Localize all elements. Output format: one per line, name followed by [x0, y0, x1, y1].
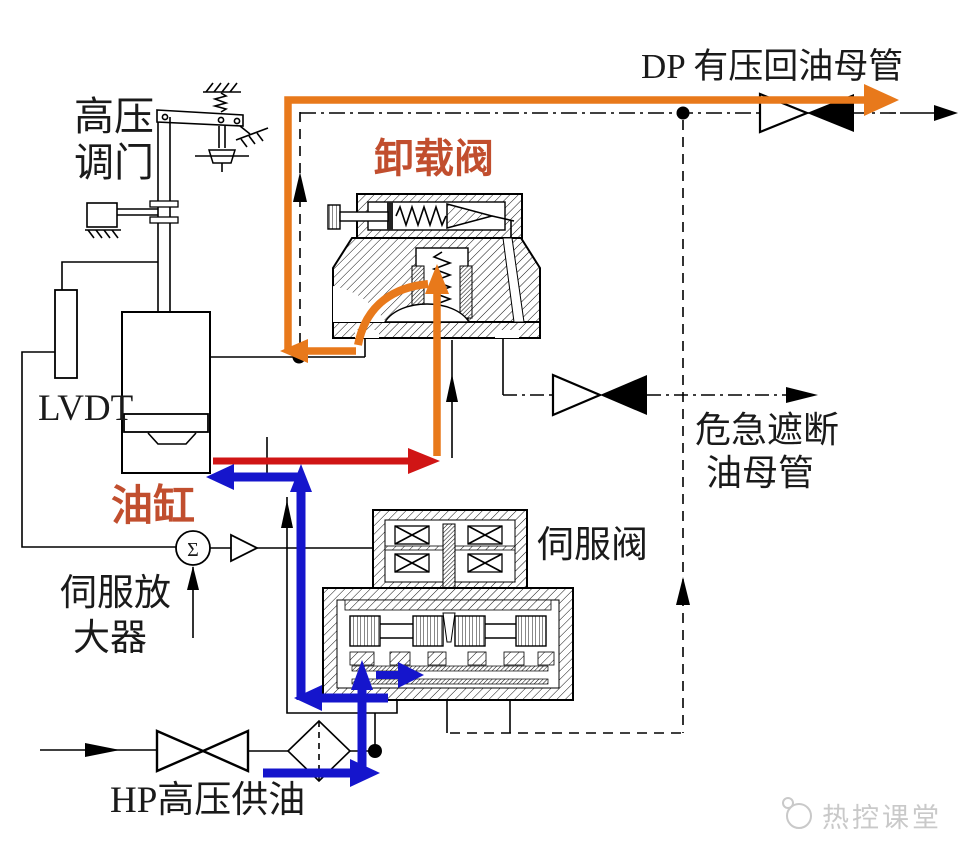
right-arrow-icon: [408, 448, 440, 474]
emergency-trip-label-1: 危急遮断: [695, 410, 839, 450]
watermark-text: 热控课堂: [822, 803, 942, 833]
drain-risers: [293, 112, 690, 734]
unloader-top-spring: [395, 204, 447, 228]
watermark-logo-icon: [786, 803, 812, 829]
hydraulic-cylinder: [121, 311, 365, 477]
return-tube-top: [351, 665, 549, 672]
dp-header-label: DP 有压回油母管: [641, 47, 903, 86]
up-arrow-icon: [290, 464, 312, 492]
servo-amplifier-label-1: 伺服放: [60, 572, 171, 614]
up-arrow-icon: [351, 660, 373, 690]
port-blocks: [349, 651, 555, 666]
junction-dot: [676, 106, 690, 120]
right-arrow-icon: [398, 662, 424, 688]
supply-flow-blue: [206, 464, 424, 787]
left-arrow-icon: [294, 685, 322, 711]
motor-coils: [394, 525, 503, 573]
return-tube-bottom: [351, 678, 549, 685]
lvdt-sensor: [21, 261, 176, 548]
servo-valve: [281, 497, 574, 745]
servo-amplifier-label-2: 大器: [73, 618, 147, 659]
unloading-valve: [327, 193, 541, 458]
up-arrow-icon: [446, 374, 458, 402]
cylinder-label: 油缸: [111, 482, 195, 529]
adjusting-screw-stem: [339, 211, 389, 222]
junction-dot: [368, 744, 382, 758]
left-arrow-icon: [280, 339, 308, 363]
pressure-flow-red: [213, 448, 440, 474]
pilot-spring: [211, 92, 229, 113]
unloader-cone-plug: [446, 203, 495, 229]
left-arrow-icon: [206, 464, 234, 490]
up-arrow-icon: [676, 577, 690, 605]
emergency-trip-line: [503, 373, 818, 417]
unloader-dome: [383, 303, 471, 323]
right-arrow-icon: [864, 84, 899, 116]
up-arrow-icon: [293, 172, 307, 202]
spool-lands: [349, 615, 547, 647]
emergency-trip-label-2: 油母管: [706, 453, 814, 493]
up-arrow-icon: [187, 566, 199, 590]
lvdt-feedback-wire: [21, 351, 176, 548]
servo-amplifier: Σ: [175, 530, 373, 638]
hp-control-valve-label-1: 高压: [74, 94, 154, 139]
up-arrow-icon: [281, 500, 293, 528]
trip-valve-right: [600, 375, 647, 415]
amplifier-triangle: [230, 533, 260, 563]
dp-header-line: [300, 92, 958, 134]
spring-seat: [387, 202, 393, 230]
hp-supply-label: HP高压供油: [110, 779, 305, 821]
right-arrow-icon: [85, 743, 120, 757]
lvdt-bracket: [61, 261, 158, 290]
lvdt-label: LVDT: [38, 388, 133, 429]
unloading-valve-label: 卸载阀: [374, 137, 494, 181]
right-arrow-icon: [934, 105, 958, 121]
supply-valve-left: [155, 729, 207, 773]
servo-valve-label: 伺服阀: [537, 525, 648, 566]
pilot-cylinder: [86, 202, 118, 228]
right-arrow-icon: [786, 387, 818, 403]
cylinder-body: [121, 311, 211, 474]
lvdt-body: [54, 289, 78, 379]
return-flow-orange: [280, 84, 899, 456]
piston: [123, 413, 209, 433]
watermark: 热控课堂: [782, 797, 942, 833]
supply-valve-right: [200, 729, 250, 773]
up-arrow-icon: [425, 264, 449, 294]
hp-control-valve-label-2: 调门: [74, 140, 154, 185]
adjusting-screw-head: [327, 204, 341, 230]
summator-symbol: Σ: [187, 539, 199, 561]
trip-valve-left: [551, 373, 603, 417]
